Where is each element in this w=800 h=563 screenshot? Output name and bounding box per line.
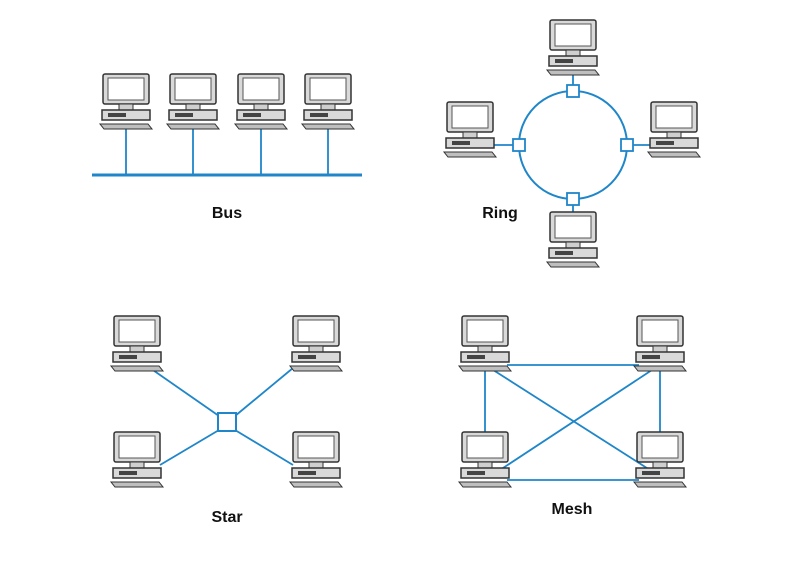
computer-icon: [546, 19, 600, 76]
computer-icon: [633, 431, 687, 488]
star-link: [149, 367, 220, 417]
bus-label: Bus: [212, 205, 242, 222]
mesh-label: Mesh: [552, 501, 593, 518]
star-link: [159, 429, 220, 466]
ring-connector: [512, 138, 526, 152]
computer-icon: [546, 211, 600, 268]
mesh-topology: Mesh: [458, 315, 687, 518]
star-label: Star: [211, 509, 242, 526]
ring-connector: [566, 192, 580, 206]
computer-icon: [633, 315, 687, 372]
bus-topology: Bus: [92, 73, 362, 222]
computer-icon: [289, 315, 343, 372]
star-topology: Star: [110, 315, 343, 526]
computer-icon: [110, 431, 164, 488]
ring-loop: [518, 90, 628, 200]
computer-icon: [443, 101, 497, 158]
ring-topology: Ring: [443, 19, 701, 268]
mesh-link: [499, 367, 656, 471]
ring-connector: [566, 84, 580, 98]
ring-connector: [620, 138, 634, 152]
computer-icon: [110, 315, 164, 372]
computer-icon: [289, 431, 343, 488]
ring-label: Ring: [482, 205, 518, 222]
star-link: [234, 367, 294, 417]
computer-icon: [166, 73, 220, 130]
computer-icon: [458, 315, 512, 372]
computer-icon: [234, 73, 288, 130]
star-hub: [217, 412, 237, 432]
star-link: [234, 429, 294, 466]
computer-icon: [301, 73, 355, 130]
mesh-link: [489, 367, 651, 471]
computer-icon: [647, 101, 701, 158]
computer-icon: [99, 73, 153, 130]
computer-icon: [458, 431, 512, 488]
